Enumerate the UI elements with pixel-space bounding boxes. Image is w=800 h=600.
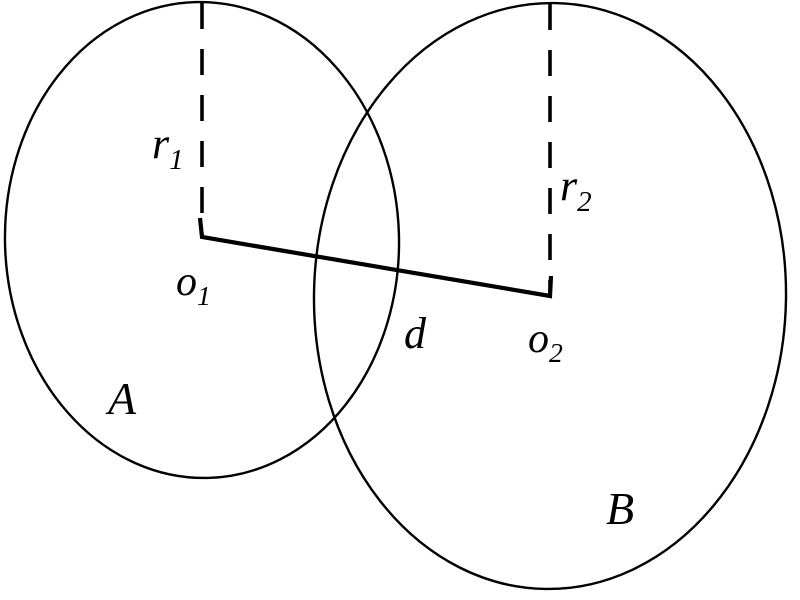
label-radius-1-subscript: 1 [169,144,184,176]
label-radius-2-base: r [560,161,578,210]
label-center-1: o1 [176,259,211,311]
label-radius-2-subscript: 2 [577,186,592,218]
label-radius-2: r2 [560,161,592,218]
label-region-a: A [105,373,137,424]
label-center-2: o2 [528,316,563,368]
label-radius-1-base: r [152,119,170,168]
label-radius-1: r1 [152,119,184,176]
circle-a-outline [0,0,405,483]
center-distance-segment [197,217,554,299]
circle-b-outline [309,0,791,593]
label-center-2-subscript: 2 [549,337,563,368]
label-center-2-base: o [528,316,549,362]
label-center-1-subscript: 1 [197,280,211,311]
label-center-1-base: o [176,259,197,305]
label-region-b: B [606,483,634,534]
label-distance: d [404,309,427,358]
